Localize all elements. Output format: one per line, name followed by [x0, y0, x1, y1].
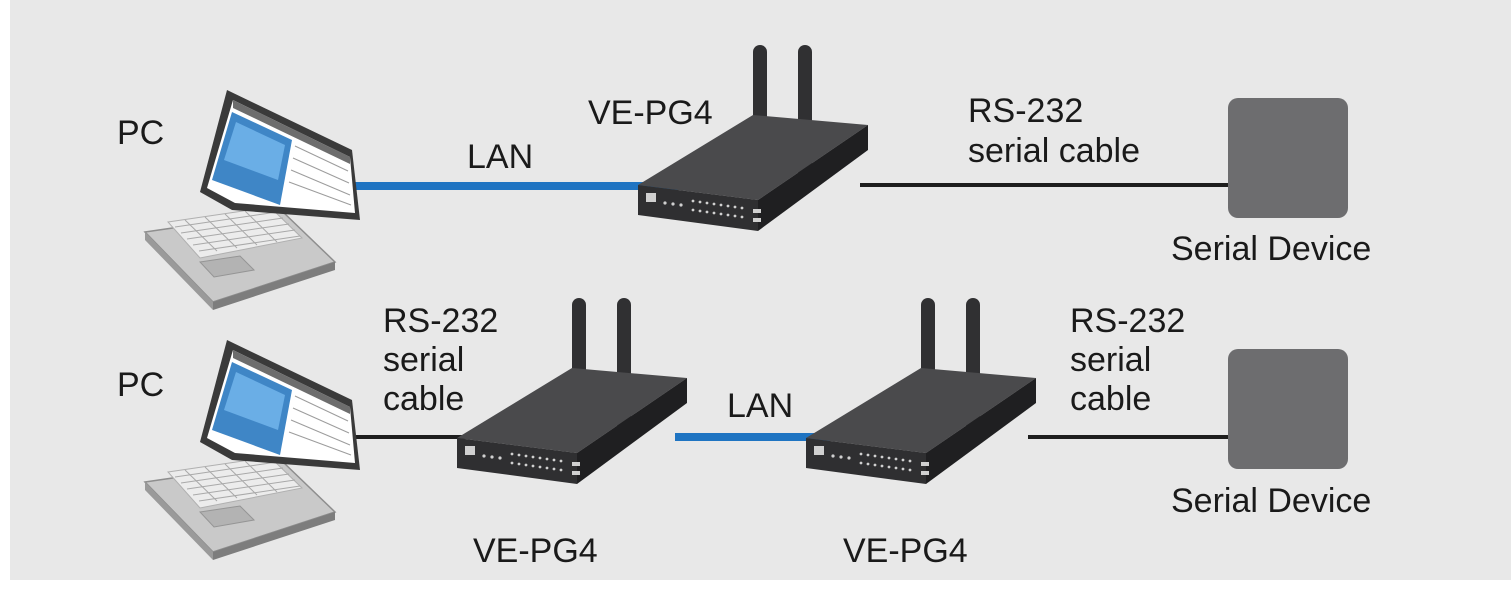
- lan-label-row2: LAN: [727, 387, 793, 425]
- serial-right-line2: serial: [1070, 341, 1151, 379]
- serial-label-row1-line1: RS-232: [968, 92, 1083, 130]
- router-right-label: VE-PG4: [843, 532, 968, 570]
- serial-left-line3: cable: [383, 380, 464, 418]
- pc-label-row2: PC: [117, 366, 164, 404]
- pc-label-row1: PC: [117, 114, 164, 152]
- serial-right-line3: cable: [1070, 380, 1151, 418]
- serial-device-icon: [1228, 98, 1348, 218]
- device-label-row2: Serial Device: [1171, 482, 1371, 520]
- serial-right-line1: RS-232: [1070, 302, 1185, 340]
- lan-label-row1: LAN: [467, 138, 533, 176]
- serial-left-line2: serial: [383, 341, 464, 379]
- serial-label-row1-line2: serial cable: [968, 132, 1140, 170]
- router-label-row1: VE-PG4: [588, 94, 713, 132]
- serial-device-icon: [1228, 349, 1348, 469]
- serial-left-line1: RS-232: [383, 302, 498, 340]
- router-left-label: VE-PG4: [473, 532, 598, 570]
- device-label-row1: Serial Device: [1171, 230, 1371, 268]
